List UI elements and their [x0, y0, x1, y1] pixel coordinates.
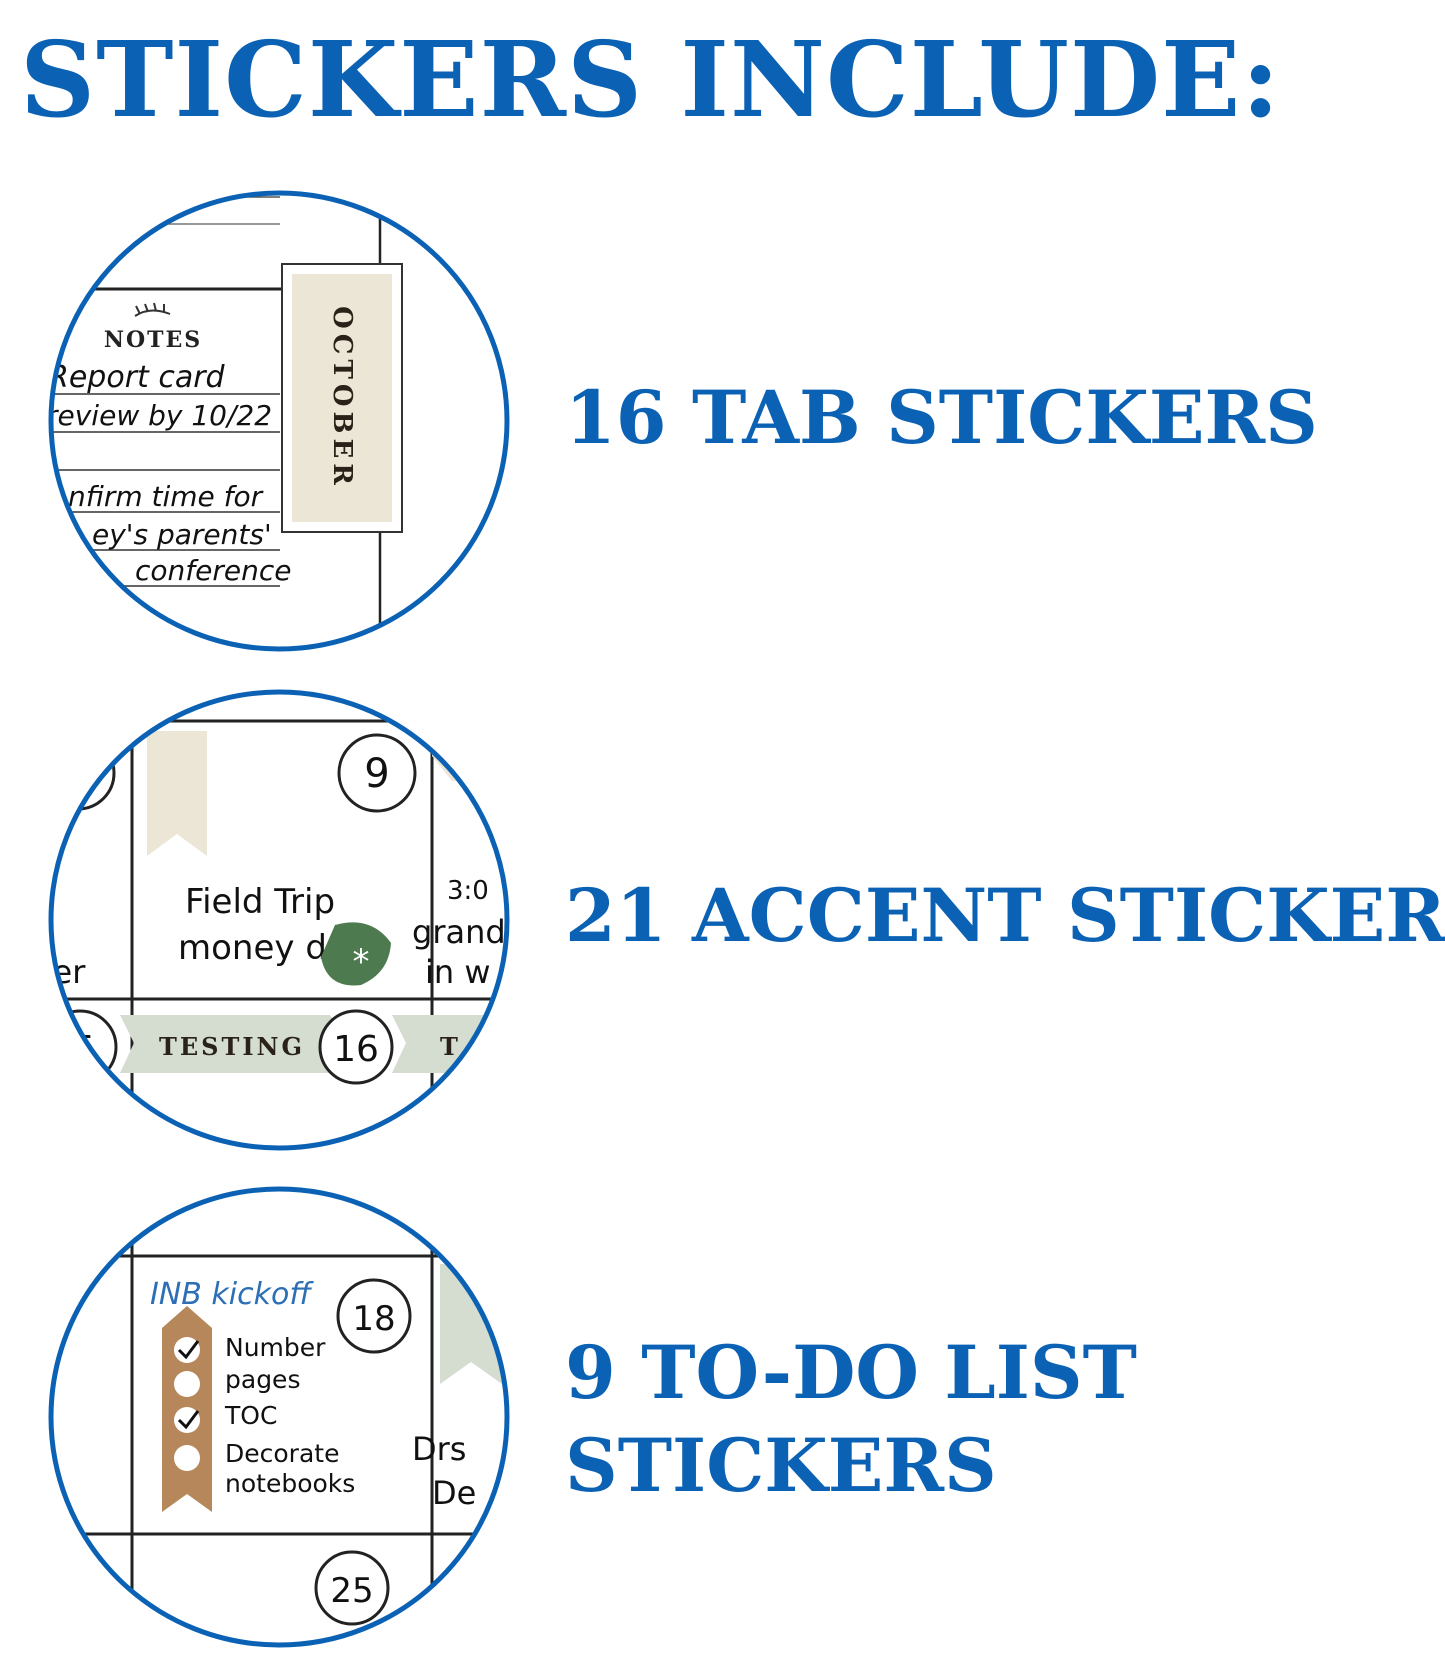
notes-line-4: ey's parents'	[92, 518, 272, 551]
side-time-text: 3:0	[447, 876, 489, 906]
check-icon	[177, 1340, 200, 1360]
notes-line-2: review by 10/22	[46, 399, 272, 432]
cream-ribbon-sticker	[147, 731, 207, 856]
todo-item-2: pages	[225, 1365, 300, 1394]
todo-stickers-label-line-1: 9 TO-DO LIST	[565, 1330, 1137, 1416]
tab-stickers-label: 16 TAB STICKERS	[565, 372, 1318, 465]
list-title: INB kickoff	[150, 1277, 314, 1312]
notes-line-1: Report card	[48, 360, 226, 395]
laurel-icon	[134, 302, 171, 317]
notes-line-5: conference	[135, 554, 291, 587]
accent-stickers-label: 21 ACCENT STICKERS	[565, 870, 1445, 963]
leaf-sticker-icon: *	[321, 922, 391, 986]
todo-item-4: Decorate	[225, 1439, 339, 1468]
testing-banner-sticker: TESTING	[120, 1015, 348, 1073]
notes-heading: NOTES	[104, 327, 202, 353]
todo-stickers-label-line-2: STICKERS	[565, 1423, 997, 1510]
tab-label: OCTOBER	[327, 306, 357, 490]
side-de-text: De	[432, 1474, 476, 1512]
tab-stickers-sample-image: NOTES Report card review by 10/22 nfirm …	[40, 182, 518, 660]
accent-stickers-label-line: 21 ACCENT STICKERS	[565, 873, 1445, 959]
check-icon	[177, 1410, 200, 1430]
date-25: 25	[330, 1571, 373, 1611]
testing-label: TESTING	[159, 1032, 305, 1061]
tab-stickers-label-line: 16 TAB STICKERS	[565, 375, 1318, 461]
todo-item-1: Number	[225, 1333, 326, 1362]
side-drs-text: Drs	[412, 1430, 466, 1468]
checklist-tag-sticker	[162, 1306, 212, 1512]
date-9: 9	[364, 751, 389, 797]
notes-line-3: nfirm time for	[68, 480, 264, 513]
side-in-text: in w	[425, 953, 491, 991]
svg-text:*: *	[353, 942, 370, 982]
field-trip-text: Field Trip	[185, 882, 335, 922]
october-tab-sticker: OCTOBER	[281, 263, 403, 533]
side-grand-text: grand	[412, 913, 506, 951]
banner-right-fragment: T	[440, 1032, 458, 1061]
date-16: 16	[333, 1029, 379, 1070]
todo-item-5: notebooks	[225, 1469, 355, 1498]
todo-stickers-sample-image: INB kickoff 18 Number pages TOC Decorate…	[40, 1178, 518, 1656]
headline: STICKERS INCLUDE:	[20, 18, 1281, 141]
date-18: 18	[352, 1299, 395, 1339]
todo-item-3: TOC	[224, 1401, 277, 1430]
accent-stickers-sample-image: 9 T Field Trip money due! 3:0 grand in w…	[40, 681, 518, 1159]
top-right-fragment: T	[460, 744, 475, 768]
todo-stickers-label: 9 TO-DO LIST STICKERS	[565, 1327, 1137, 1514]
